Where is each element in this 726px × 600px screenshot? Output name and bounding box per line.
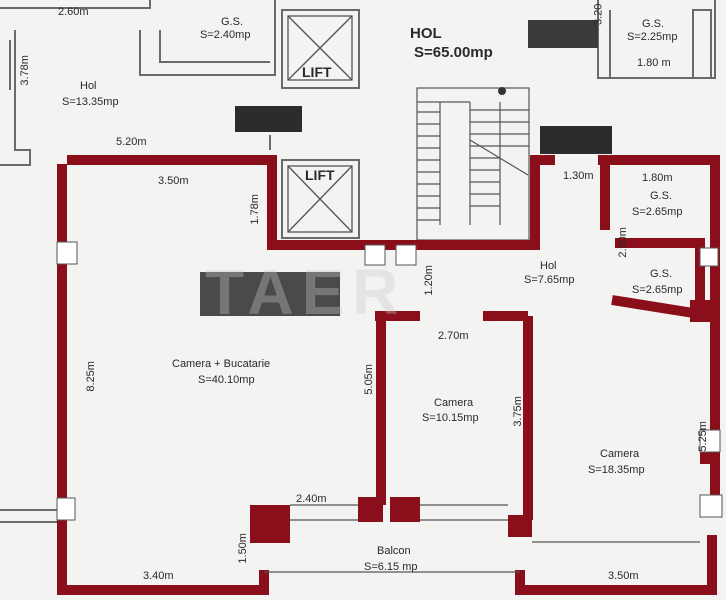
room-camera-mid-area: S=10.15mp <box>422 412 479 424</box>
lift-shafts <box>287 15 353 233</box>
dim-1-50: 1.50m <box>236 533 249 564</box>
room-gs-top-right-area: S=2.25mp <box>627 31 678 43</box>
dim-1-20: 1.20m <box>422 265 435 296</box>
room-camera-mid-name: Camera <box>434 397 474 409</box>
stair-marker <box>498 87 506 95</box>
room-gs-top-right-name: G.S. <box>642 18 665 30</box>
dim-3-50-bottom: 3.50m <box>608 570 639 582</box>
dim-2-40: 2.40m <box>296 493 327 505</box>
common-area-walls <box>0 0 716 523</box>
dim-3-78: 3.78m <box>18 55 31 86</box>
staircase <box>416 87 530 241</box>
room-camera-bucatarie-area: S=40.10mp <box>198 374 255 386</box>
dim-5-25: 5.25m <box>696 421 709 452</box>
dim-2-70: 2.70m <box>438 330 469 342</box>
room-gs-2-area: S=2.65mp <box>632 284 683 296</box>
room-gs-top-area: S=2.40mp <box>200 29 251 41</box>
dim-1-30: 1.30m <box>563 170 594 182</box>
room-balcon-area: S=6.15 mp <box>364 561 418 573</box>
window-marks <box>56 241 723 521</box>
room-camera-right-area: S=18.35mp <box>588 464 645 476</box>
wall-blocks <box>250 300 720 543</box>
interior-lines <box>264 504 700 573</box>
room-balcon-name: Balcon <box>377 545 411 557</box>
dim-1-80-top: 1.80 m <box>637 57 671 69</box>
room-hol-left-name: Hol <box>80 80 97 92</box>
dim-5-05: 5.05m <box>362 364 375 395</box>
lift-lower-label: LIFT <box>305 167 335 183</box>
room-gs-1-area: S=2.65mp <box>632 206 683 218</box>
room-hol-apt-area: S=7.65mp <box>524 274 575 286</box>
dim-8-25: 8.25m <box>84 361 97 392</box>
dim-2-60: 2.60m <box>58 6 89 18</box>
room-camera-right-name: Camera <box>600 448 640 460</box>
dim-1-78: 1.78m <box>248 194 261 225</box>
dim-1-80: 1.80m <box>642 172 673 184</box>
apartment-walls <box>57 155 720 595</box>
dim-5-20: 5.20m <box>116 136 147 148</box>
dark-blocks <box>200 20 612 316</box>
dim-3-20: 3.20 <box>592 3 605 26</box>
room-camera-bucatarie-name: Camera + Bucatarie <box>172 358 271 370</box>
dim-2-50: 2.50m <box>616 227 629 258</box>
dim-3-40: 3.40m <box>143 570 174 582</box>
room-gs-1-name: G.S. <box>650 190 673 202</box>
room-gs-top-name: G.S. <box>221 16 244 28</box>
room-hol-left-area: S=13.35mp <box>62 96 119 108</box>
watermark: TAER <box>205 256 407 328</box>
lift-upper-label: LIFT <box>302 64 332 80</box>
room-gs-2-name: G.S. <box>650 268 673 280</box>
room-hol-main-name: HOL <box>410 25 442 42</box>
dim-3-50: 3.50m <box>158 175 189 187</box>
dim-3-75: 3.75m <box>511 396 524 427</box>
room-hol-main-area: S=65.00mp <box>414 44 493 61</box>
room-hol-apt-name: Hol <box>540 260 557 272</box>
